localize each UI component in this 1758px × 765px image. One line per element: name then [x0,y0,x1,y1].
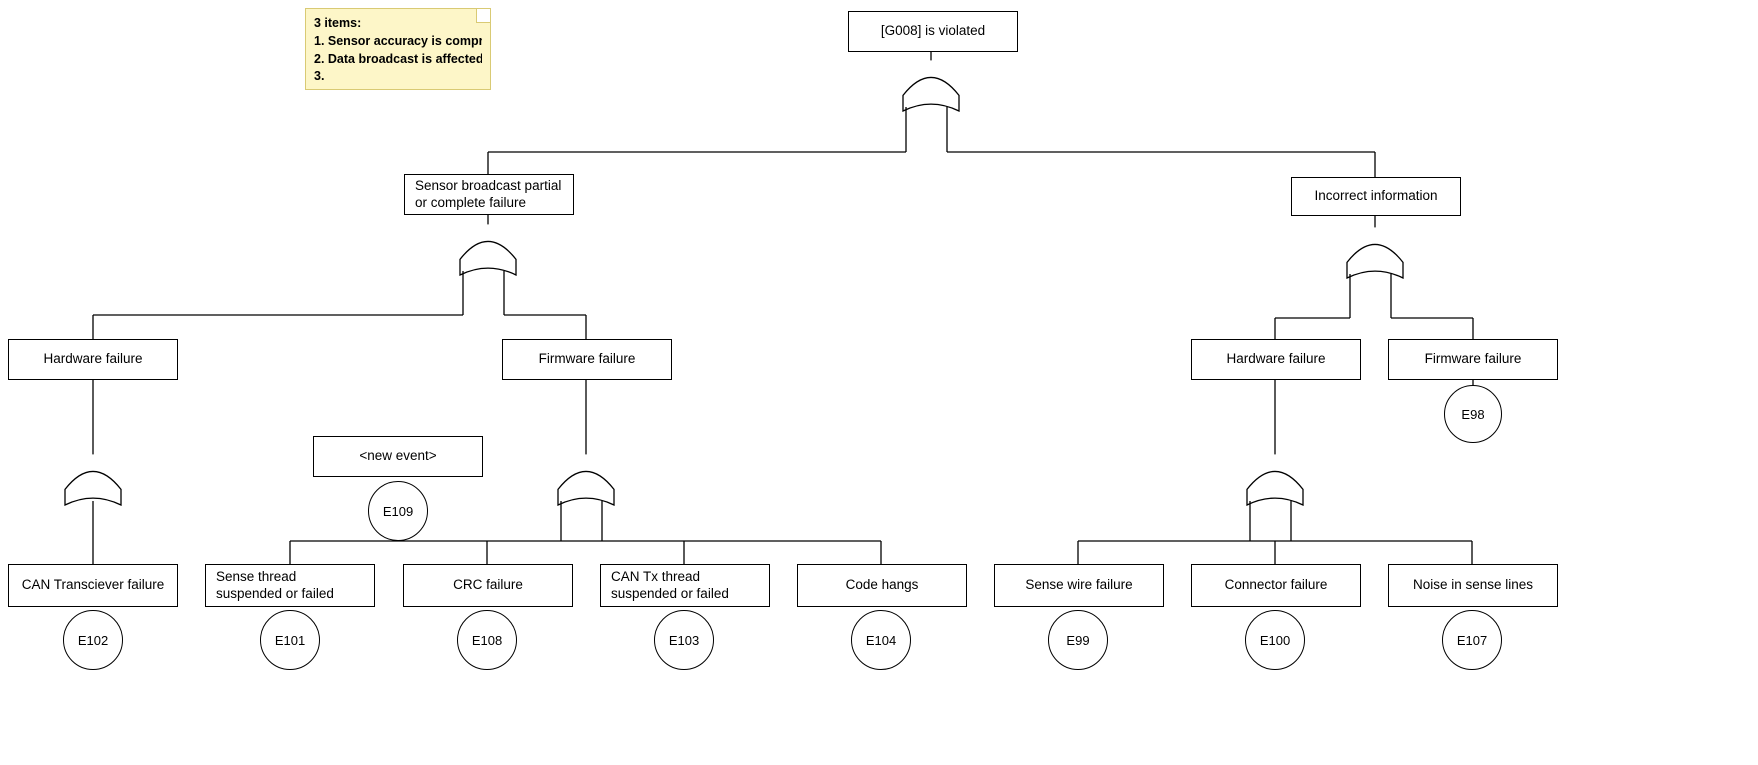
ft-node-label: CAN Tx thread suspended or failed [611,568,729,601]
ft-event-E98[interactable]: E98 [1444,385,1502,443]
ft-event-E99[interactable]: E99 [1048,610,1108,670]
ft-node-top[interactable]: [G008] is violated [848,11,1018,52]
ft-node-can_tx[interactable]: CAN Tx thread suspended or failed [600,564,770,607]
ft-node-r1[interactable]: Incorrect information [1291,177,1461,216]
ft-node-sense_th[interactable]: Sense thread suspended or failed [205,564,375,607]
ft-node-label: Sense thread suspended or failed [216,568,334,601]
ft-node-l1[interactable]: Sensor broadcast partial or complete fai… [404,174,574,215]
or-gate-g_top[interactable] [902,76,960,113]
ft-node-l2hw[interactable]: Hardware failure [8,339,178,380]
ft-node-l2fw[interactable]: Firmware failure [502,339,672,380]
ft-node-label: Sense wire failure [1025,577,1133,593]
ft-event-label: E101 [274,632,306,648]
ft-node-label: Hardware failure [1226,351,1326,367]
ft-event-label: E104 [865,632,897,648]
ft-event-E103[interactable]: E103 [654,610,714,670]
ft-event-label: E108 [471,632,503,648]
ft-node-crc[interactable]: CRC failure [403,564,573,607]
note-item-2: 2. Data broadcast is affected [314,51,482,66]
ft-node-newevt[interactable]: <new event> [313,436,483,477]
or-gate-g_l2[interactable] [64,470,122,507]
ft-node-sense_w[interactable]: Sense wire failure [994,564,1164,607]
ft-event-E104[interactable]: E104 [851,610,911,670]
or-gate-g_r1[interactable] [1346,243,1404,280]
ft-node-noise[interactable]: Noise in sense lines [1388,564,1558,607]
ft-node-label: <new event> [359,448,437,464]
ft-node-label: Firmware failure [1424,351,1522,367]
ft-event-label: E103 [668,632,700,648]
sticky-note[interactable]: 3 items: 1. Sensor accuracy is compromis… [305,8,491,90]
ft-event-E107[interactable]: E107 [1442,610,1502,670]
ft-event-E102[interactable]: E102 [63,610,123,670]
ft-event-label: E107 [1456,632,1488,648]
note-title: 3 items: [314,16,362,30]
ft-node-r2fw[interactable]: Firmware failure [1388,339,1558,380]
ft-node-label: CAN Transciever failure [21,577,165,593]
ft-node-r2hw[interactable]: Hardware failure [1191,339,1361,380]
note-item-3: 3. [314,69,325,84]
note-folded-corner [476,9,490,23]
or-gate-g_r2[interactable] [1246,470,1304,507]
ft-event-label: E99 [1066,632,1090,648]
ft-event-label: E109 [382,503,414,519]
ft-event-E101[interactable]: E101 [260,610,320,670]
ft-node-label: Sensor broadcast partial or complete fai… [415,177,562,210]
ft-event-label: E102 [77,632,109,648]
ft-node-conn[interactable]: Connector failure [1191,564,1361,607]
ft-event-label: E100 [1259,632,1291,648]
ft-node-label: CRC failure [453,577,523,593]
ft-event-E109[interactable]: E109 [368,481,428,541]
ft-event-label: E98 [1461,406,1485,422]
ft-node-label: Code hangs [845,577,919,593]
note-item-1: 1. Sensor accuracy is compromised [314,33,482,48]
ft-node-label: Noise in sense lines [1412,577,1534,593]
ft-node-label: [G008] is violated [880,23,986,39]
ft-node-label: Incorrect information [1314,188,1438,204]
ft-event-E100[interactable]: E100 [1245,610,1305,670]
ft-node-code[interactable]: Code hangs [797,564,967,607]
or-gate-g_l1[interactable] [459,240,517,277]
ft-event-E108[interactable]: E108 [457,610,517,670]
or-gate-g_fw[interactable] [557,470,615,507]
ft-node-can_tr[interactable]: CAN Transciever failure [8,564,178,607]
ft-node-label: Connector failure [1224,577,1328,593]
ft-node-label: Firmware failure [538,351,636,367]
ft-node-label: Hardware failure [43,351,143,367]
